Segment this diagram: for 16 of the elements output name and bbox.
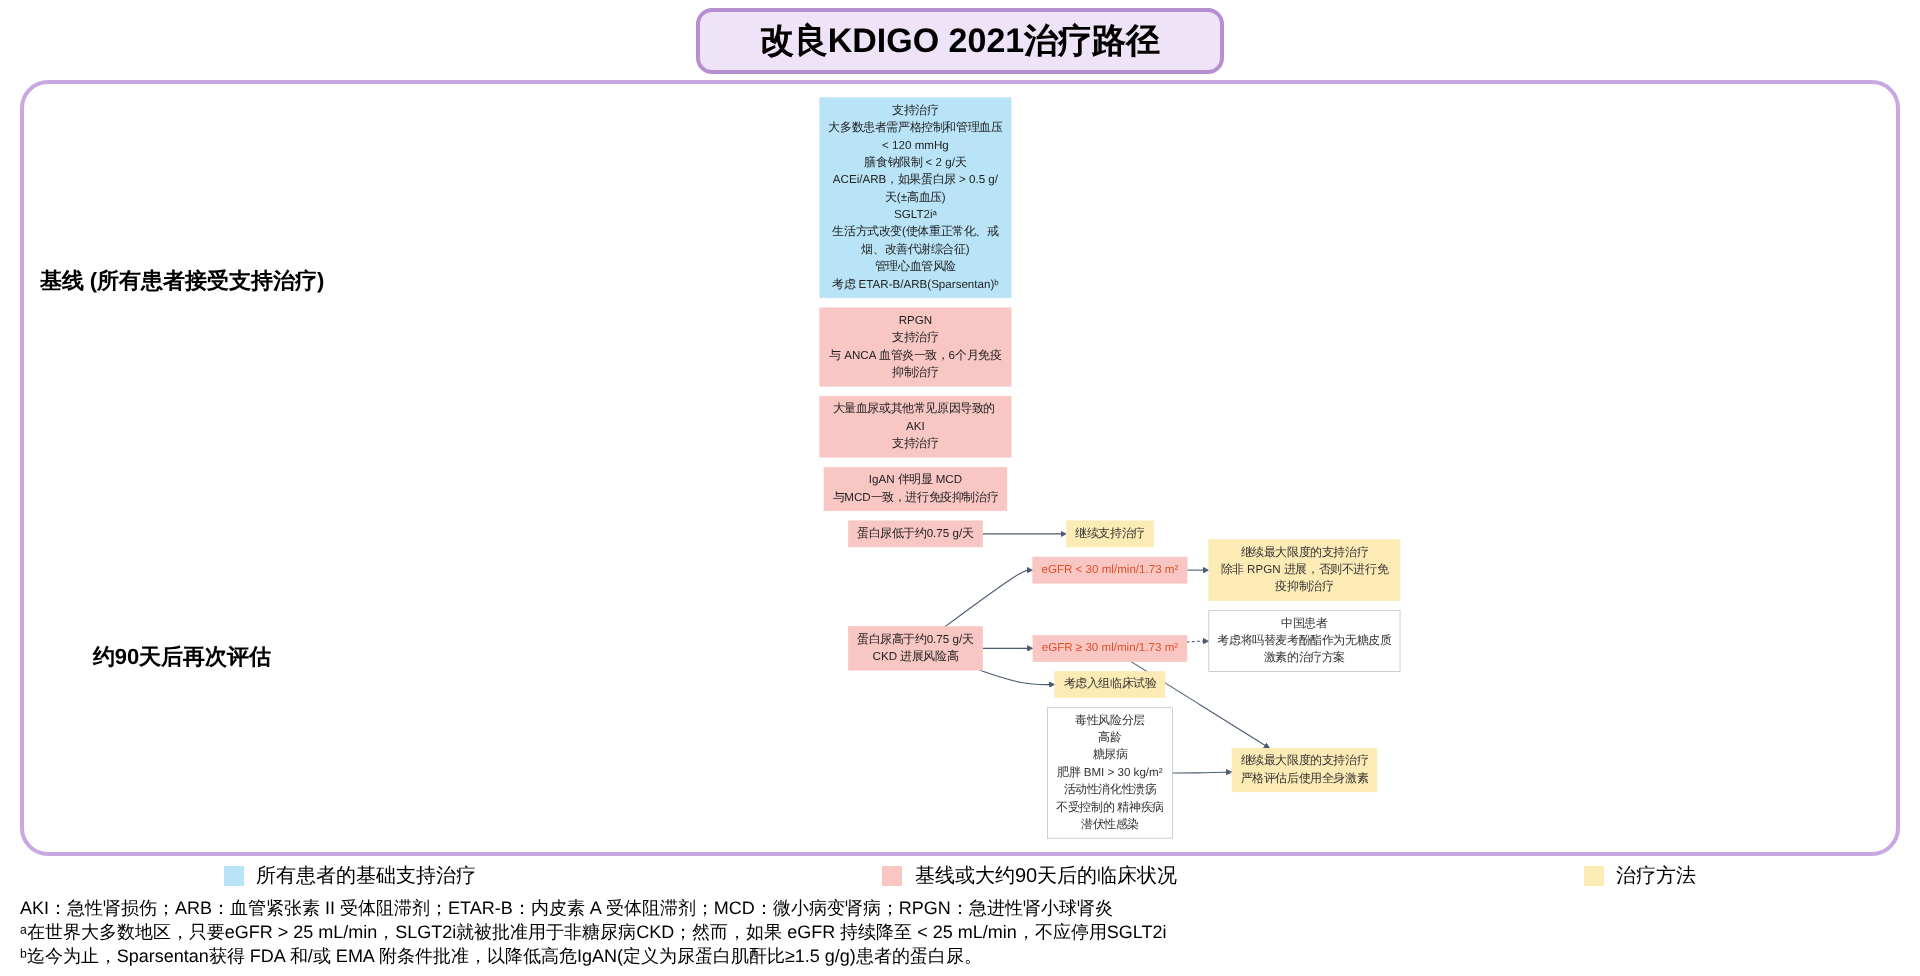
footnote: ᵃ在世界大多数地区，只要eGFR > 25 mL/min，SLGT2i就被批准用于非糖尿病CKD；然而，如果 eGFR 持续降至 < 25 mL/min，不应停用SGLT2i <box>20 920 1169 944</box>
arrow <box>981 530 1067 538</box>
row-label: 约90天后再次评估 <box>90 643 274 671</box>
title: 改良KDIGO 2021治疗路径 <box>695 8 1225 74</box>
legend-label: 所有患者的基础支持治疗 <box>255 863 476 890</box>
arrow <box>978 669 1056 688</box>
arrow <box>1186 637 1210 645</box>
arrow <box>981 645 1034 652</box>
arrow <box>944 566 1034 628</box>
footnote: ᵇ迄今为止，Sparsentan获得 FDA 和/或 EMA 附条件批准，以降低高危IgAN(定义为尿蛋白肌酐比≥1.5 g/g)患者的蛋白尿。 <box>20 944 984 968</box>
arrow <box>1186 566 1210 574</box>
arrow <box>1171 769 1233 776</box>
footnote: AKI：急性肾损伤；ARB：血管紧张素 II 受体阻滞剂；ETAR-B：内皮素 A 受体阻滞剂；MCD：微小病变肾病；RPGN：急进性肾小球肾炎 <box>20 896 1115 920</box>
legend-label: 基线或大约90天后的临床状况 <box>914 863 1178 890</box>
row-label: 基线 (所有患者接受支持治疗) <box>37 267 327 295</box>
legend-label: 治疗方法 <box>1616 863 1697 890</box>
